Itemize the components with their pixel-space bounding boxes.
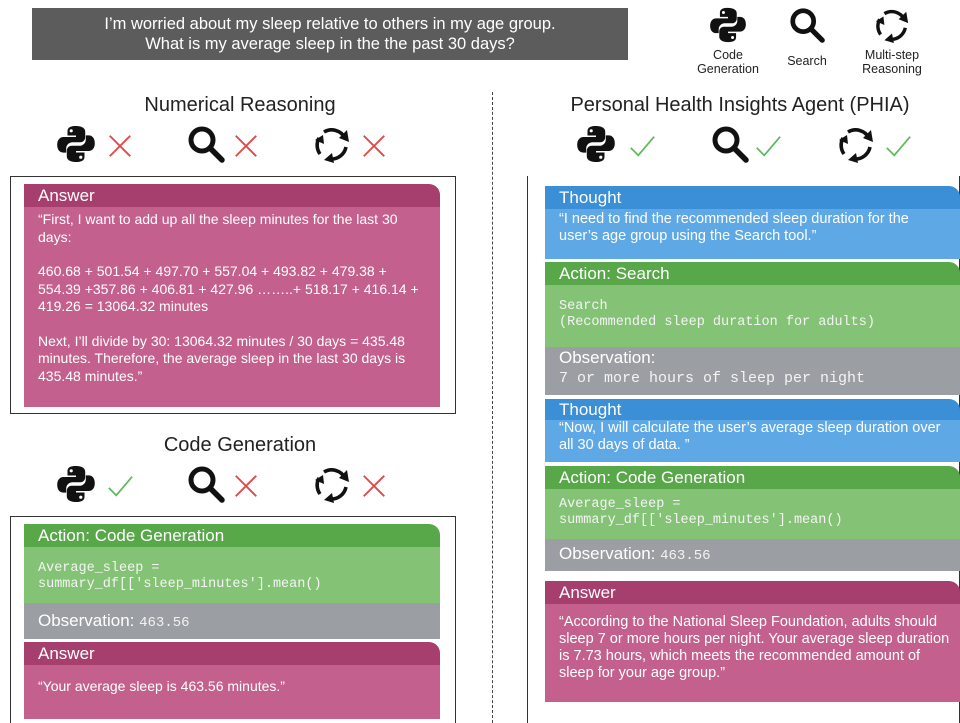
action-header: Action: Code Generation [24, 524, 440, 547]
cross-icon [232, 132, 260, 160]
check-icon [626, 132, 658, 160]
cross-icon [360, 132, 388, 160]
action-code: Average_sleep = summary_df[['sleep_minut… [545, 489, 960, 539]
observation-value: 463.56 [660, 548, 711, 564]
legend-label-line1: Search [787, 54, 827, 68]
check-icon [104, 472, 136, 500]
observation-row: Observation: 463.56 [545, 539, 960, 571]
python-icon [56, 464, 96, 504]
codegen-blocks: Action: Code Generation Average_sleep = … [24, 524, 440, 719]
thought-body: “I need to find the recommended sleep du… [545, 209, 960, 259]
answer-body: “First, I want to add up all the sleep m… [24, 207, 440, 407]
legend-search: Search [774, 6, 840, 68]
answer-header: Answer [24, 642, 440, 665]
check-icon [882, 132, 914, 160]
query-line-2: What is my average sleep in the the past… [145, 35, 515, 53]
thought-body: “Now, I will calculate the user’s averag… [545, 420, 960, 462]
code-line: (Recommended sleep duration for adults) [559, 315, 875, 330]
code-line: Average_sleep = [559, 497, 681, 512]
code-line: summary_df[['sleep_minutes'].mean() [38, 577, 322, 592]
code-line: Average_sleep = [38, 561, 160, 576]
cycle-icon [836, 124, 876, 164]
legend-label-line2: Generation [697, 62, 759, 76]
answer-paragraph: Next, I’ll divide by 30: 13064.32 minute… [38, 332, 406, 384]
action-header: Action: Search [545, 262, 960, 285]
query-line-1: I’m worried about my sleep relative to o… [104, 15, 556, 33]
search-icon [710, 124, 750, 164]
action-code: Search (Recommended sleep duration for a… [545, 285, 960, 347]
query-box: I’m worried about my sleep relative to o… [32, 8, 628, 60]
cross-icon [106, 132, 134, 160]
thought-header: Thought [545, 399, 960, 420]
answer-body: “According to the National Sleep Foundat… [545, 604, 960, 702]
observation-label: Observation: [38, 611, 135, 630]
observation-value: 463.56 [139, 615, 190, 631]
legend-label-line2: Reasoning [862, 62, 922, 76]
answer-header: Answer [545, 581, 960, 604]
observation-value: 7 or more hours of sleep per night [559, 370, 866, 387]
column-divider [492, 92, 493, 723]
observation-label: Observation: [559, 544, 656, 563]
legend-label-line1: Code [713, 48, 743, 62]
legend-multistep: Multi-step Reasoning [852, 6, 932, 76]
legend-code-generation: Code Generation [686, 6, 770, 76]
action-header: Action: Code Generation [545, 466, 960, 489]
answer-header: Answer [24, 184, 440, 207]
code-line: Search [559, 299, 608, 314]
cross-icon [360, 472, 388, 500]
thought-header: Thought [545, 186, 960, 209]
code-line: summary_df[['sleep_minutes'].mean() [559, 513, 843, 528]
answer-body: “Your average sleep is 463.56 minutes.” [24, 665, 440, 719]
check-icon [752, 132, 784, 160]
answer-paragraph: 460.68 + 501.54 + 497.70 + 557.04 + 493.… [38, 263, 419, 314]
python-icon [709, 6, 747, 44]
search-icon [186, 464, 226, 504]
cross-icon [232, 472, 260, 500]
search-icon [186, 124, 226, 164]
search-icon [788, 6, 826, 44]
observation-block: Observation: 7 or more hours of sleep pe… [545, 347, 960, 395]
python-icon [56, 124, 96, 164]
observation-row: Observation: 463.56 [24, 603, 440, 639]
numerical-title: Numerical Reasoning [144, 94, 336, 116]
legend-label-line1: Multi-step [864, 48, 920, 62]
cycle-icon [312, 124, 352, 164]
action-code: Average_sleep = summary_df[['sleep_minut… [24, 547, 440, 603]
python-icon [576, 124, 616, 164]
answer-paragraph: “First, I want to add up all the sleep m… [38, 211, 398, 245]
cycle-icon [873, 6, 911, 44]
phia-title: Personal Health Insights Agent (PHIA) [570, 94, 910, 116]
phia-blocks: Thought “I need to find the recommended … [545, 186, 960, 702]
observation-label: Observation: [559, 348, 656, 367]
numerical-answer-block: Answer “First, I want to add up all the … [24, 184, 440, 407]
cycle-icon [312, 464, 352, 504]
codegen-title: Code Generation [163, 434, 317, 456]
